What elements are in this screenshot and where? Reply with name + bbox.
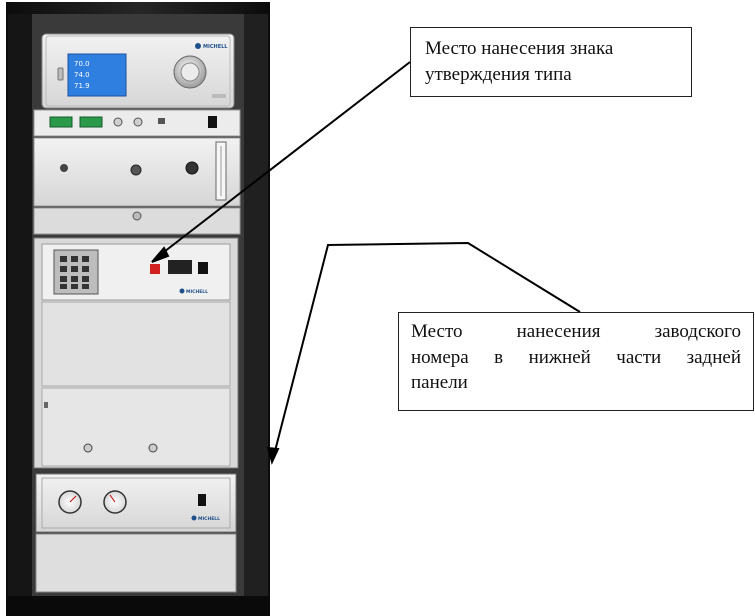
serial-number-line-2: номера в нижней части задней <box>411 346 741 368</box>
blank-panel <box>33 207 241 235</box>
type-approval-callout: Место нанесения знака утверждения типа <box>410 27 692 97</box>
type-approval-mark-location <box>150 264 160 274</box>
display-line-1: 70.0 <box>74 60 90 68</box>
serial-number-callout: Место нанесения заводского номера в нижн… <box>398 312 754 411</box>
connector-panel <box>33 109 241 137</box>
analyzer-unit: 70.0 74.0 71.9 MICHELL <box>41 33 235 109</box>
analyzer-display <box>67 53 127 97</box>
controls-panel <box>33 137 241 207</box>
brand-label-gauge: MICHELL <box>198 516 220 522</box>
knob-icon <box>185 161 199 175</box>
display-line-3: 71.9 <box>74 82 90 90</box>
gauge-module: MICHELL <box>35 473 237 593</box>
type-approval-line-2: утверждения типа <box>425 63 572 85</box>
serial-number-line-3: панели <box>411 372 468 394</box>
logo-icon <box>195 43 201 49</box>
display-line-2: 74.0 <box>74 71 90 79</box>
type-approval-line-1: Место нанесения знака <box>425 38 614 59</box>
switch-icon <box>208 116 217 128</box>
keypad-module: MICHELL <box>33 237 239 469</box>
arrow-type-approval <box>151 61 411 263</box>
brand-label-top: MICHELL <box>203 44 228 50</box>
serial-number-line-1: Место нанесения заводского <box>411 321 741 342</box>
brand-label-keypad: MICHELL <box>186 289 208 295</box>
arrow-serial-number <box>266 241 581 465</box>
